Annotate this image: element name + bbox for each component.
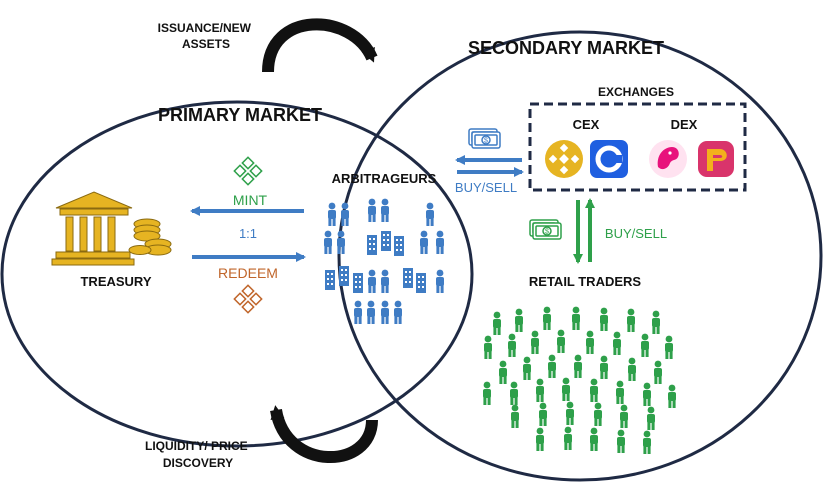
uniswap-logo-icon	[649, 140, 687, 178]
exchanges-box	[528, 102, 747, 192]
treasury-label: TREASURY	[80, 274, 151, 289]
binance-logo-icon	[545, 140, 583, 178]
arbitrageurs-crowd-icon	[324, 198, 444, 324]
arbitrageurs-label: ARBITRAGEURS	[332, 171, 437, 186]
ratio-label: 1:1	[239, 226, 257, 241]
pancakeswap-logo-icon	[698, 141, 734, 177]
secondary-market-ellipse	[337, 30, 823, 482]
liquidity-curved-arrow	[270, 405, 378, 464]
mint-blockchain-icon	[233, 156, 263, 186]
cash-icon-retail	[529, 219, 562, 240]
redeem-blockchain-icon	[233, 284, 263, 314]
exchanges-title: EXCHANGES	[598, 85, 674, 99]
redeem-label: REDEEM	[218, 265, 278, 281]
issuance-curved-arrow	[262, 18, 378, 73]
buy-sell-exchange-label: BUY/SELL	[455, 180, 517, 195]
coinbase-logo-icon	[590, 140, 628, 178]
cash-icon-exchange	[468, 128, 501, 149]
primary-market-ellipse	[0, 100, 474, 448]
coin-stack-icon	[128, 218, 172, 256]
primary-market-title: PRIMARY MARKET	[158, 105, 322, 125]
mint-label: MINT	[233, 192, 268, 208]
buy-sell-retail-label: BUY/SELL	[605, 226, 667, 241]
issuance-label: ISSUANCE/NEW ASSETS	[158, 21, 255, 51]
dex-label: DEX	[671, 117, 698, 132]
cex-label: CEX	[573, 117, 600, 132]
liquidity-label: LIQUIDITY/ PRICE DISCOVERY	[145, 439, 251, 470]
retail-traders-crowd-icon	[483, 306, 676, 454]
retail-traders-label: RETAIL TRADERS	[529, 274, 642, 289]
treasury-bank-icon	[51, 191, 135, 266]
secondary-market-title: SECONDARY MARKET	[468, 38, 664, 58]
